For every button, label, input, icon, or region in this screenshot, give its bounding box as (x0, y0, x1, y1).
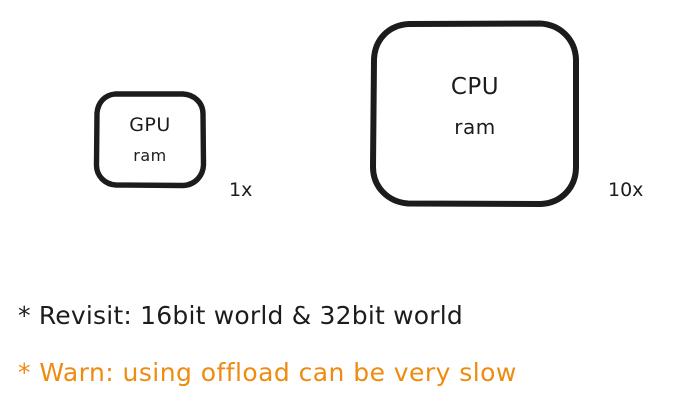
note-warn: * Warn: using offload can be very slow (18, 358, 517, 387)
cpu-multiplier-label: 10x (608, 179, 644, 201)
note-revisit: * Revisit: 16bit world & 32bit world (18, 301, 463, 330)
gpu-box-outline (93, 91, 207, 189)
gpu-multiplier-label: 1x (229, 179, 253, 201)
gpu-ram-box: GPU ram (93, 90, 207, 189)
cpu-ram-box: CPU ram (369, 19, 581, 208)
cpu-box-outline (370, 20, 579, 207)
